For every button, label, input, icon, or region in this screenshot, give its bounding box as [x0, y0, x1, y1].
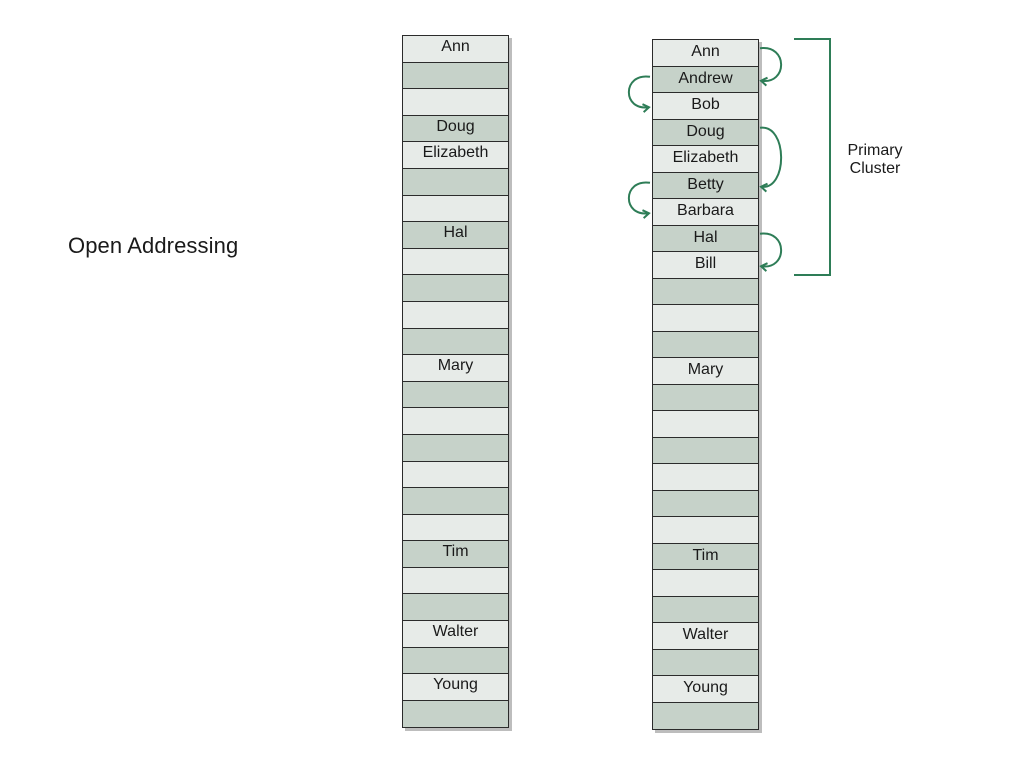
right-slot-14 [653, 411, 758, 438]
left-slot-20 [403, 567, 508, 595]
right-slot-label: Young [683, 679, 728, 696]
left-slot-25 [403, 700, 508, 728]
right-slot-20 [653, 570, 758, 597]
right-slot-24: Young [653, 676, 758, 703]
right-slot-2: Bob [653, 93, 758, 120]
left-slot-14 [403, 408, 508, 435]
right-slot-label: Bill [694, 255, 717, 272]
right-slot-label: Hal [693, 228, 718, 246]
right-slot-label: Tim [692, 546, 719, 564]
cluster-label-line-1: Primary [847, 142, 903, 159]
right-slot-label: Barbara [677, 202, 734, 219]
right-slot-label: Andrew [678, 69, 733, 87]
right-slot-25 [653, 702, 758, 729]
left-slot-19: Tim [403, 541, 508, 568]
right-slot-label: Betty [687, 175, 724, 193]
slide-title: Open Addressing [68, 233, 239, 258]
left-slot-22: Walter [403, 621, 508, 648]
right-slot-10 [653, 305, 758, 332]
left-slot-3: Doug [403, 115, 508, 143]
left-slot-1 [403, 62, 508, 90]
right-slot-3: Doug [653, 119, 758, 146]
left-slot-11 [403, 328, 508, 356]
right-slot-label: Ann [691, 43, 720, 60]
left-slot-label: Tim [442, 543, 469, 561]
right-slot-label: Mary [687, 361, 724, 378]
left-slot-label: Mary [437, 357, 474, 375]
left-slot-label: Young [433, 676, 478, 694]
left-slot-18 [403, 514, 508, 542]
left-slot-10 [403, 301, 508, 329]
probe-arrow-1 [627, 75, 651, 113]
left-slot-6 [403, 195, 508, 223]
left-slot-label: Hal [443, 224, 468, 242]
right-slot-13 [653, 384, 758, 411]
right-slot-21 [653, 596, 758, 623]
left-slot-2 [403, 89, 508, 116]
right-slot-19: Tim [653, 543, 758, 570]
left-slot-12: Mary [403, 355, 508, 382]
right-slot-0: Ann [653, 40, 758, 67]
right-slot-5: Betty [653, 172, 758, 199]
probe-arrow-0 [759, 47, 783, 87]
left-slot-21 [403, 594, 508, 622]
left-slot-7: Hal [403, 222, 508, 249]
probe-arrow-4 [759, 232, 783, 272]
left-slot-label: Doug [436, 117, 475, 135]
left-slot-label: Elizabeth [422, 144, 489, 162]
left-slot-4: Elizabeth [403, 142, 508, 169]
right-slot-16 [653, 464, 758, 491]
right-slot-23 [653, 649, 758, 676]
left-slot-9 [403, 275, 508, 302]
right-slot-1: Andrew [653, 66, 758, 93]
probe-arrow-3 [627, 181, 651, 219]
right-slot-label: Doug [686, 122, 725, 140]
cluster-bracket [794, 38, 831, 276]
right-slot-4: Elizabeth [653, 146, 758, 173]
right-slot-15 [653, 437, 758, 464]
right-slot-12: Mary [653, 358, 758, 385]
probe-arrow-2 [759, 126, 783, 193]
cluster-label-line-2: Cluster [849, 160, 901, 177]
right-slot-17 [653, 490, 758, 517]
cluster-label: Primary Cluster [838, 142, 912, 178]
left-slot-24: Young [403, 674, 508, 701]
left-slot-5 [403, 168, 508, 196]
right-slot-7: Hal [653, 225, 758, 252]
left-slot-15 [403, 434, 508, 462]
left-slot-0: Ann [403, 36, 508, 63]
right-slot-22: Walter [653, 623, 758, 650]
right-slot-6: Barbara [653, 199, 758, 226]
left-slot-23 [403, 647, 508, 675]
left-slot-17 [403, 488, 508, 515]
left-slot-label: Ann [441, 38, 470, 55]
right-slot-9 [653, 278, 758, 305]
right-slot-label: Walter [682, 626, 729, 643]
left-slot-label: Walter [432, 623, 479, 641]
right-slot-label: Elizabeth [672, 149, 739, 166]
left-slot-8 [403, 248, 508, 276]
right-slot-label: Bob [691, 96, 720, 113]
right-slot-11 [653, 331, 758, 358]
right-slot-8: Bill [653, 252, 758, 279]
left-slot-16 [403, 461, 508, 489]
left-slot-13 [403, 381, 508, 409]
right-slot-18 [653, 517, 758, 544]
